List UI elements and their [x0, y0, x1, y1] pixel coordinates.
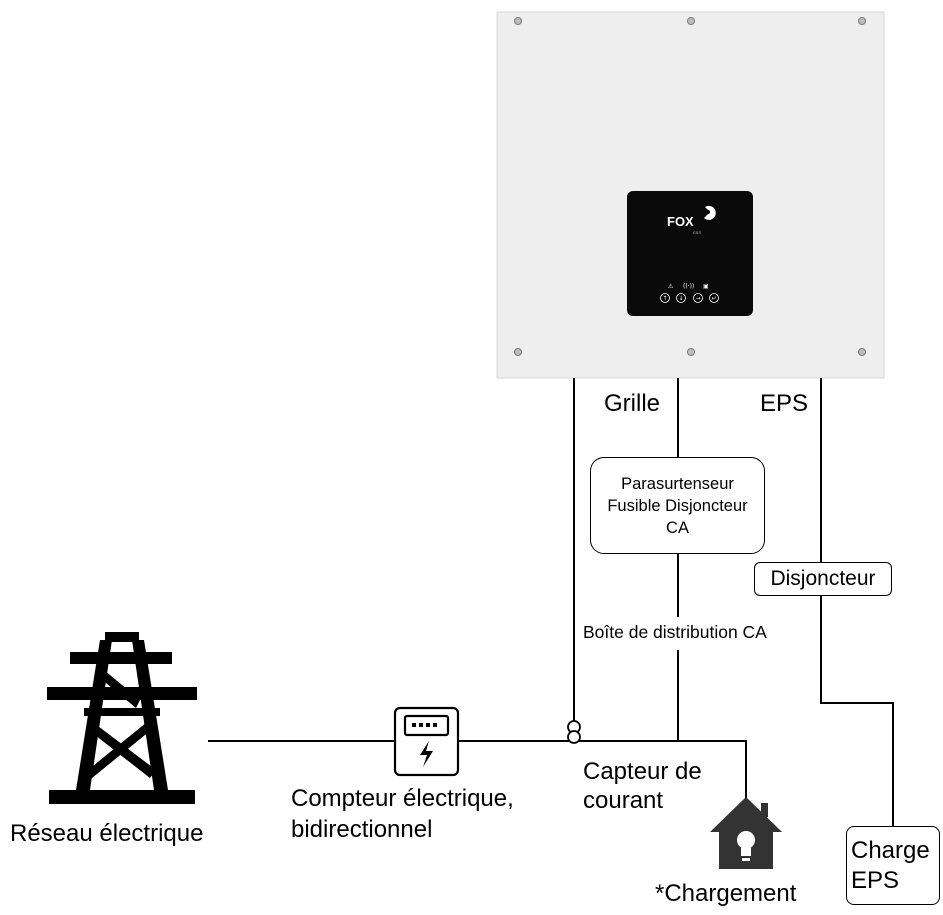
eps-wire-bottom [820, 596, 894, 826]
eps-breaker-label: Disjoncteur [770, 567, 876, 590]
screw [687, 348, 695, 356]
meter-label: Compteur électrique, bidirectionnel [291, 785, 514, 843]
warning-icon: ⚠ [668, 283, 674, 290]
load-label: *Chargement [655, 880, 797, 907]
screw [858, 348, 866, 356]
house-load-icon [710, 797, 782, 869]
up-button[interactable] [660, 293, 670, 303]
inverter-display-panel [627, 191, 753, 316]
ac-protection-box-label: Parasurtenseur Fusible Disjoncteur CA [607, 474, 748, 537]
down-arrow-icon: ↓ [678, 295, 683, 302]
down-button[interactable] [676, 293, 686, 303]
screw [687, 17, 695, 25]
inverter-brand-logo: FOX [667, 214, 694, 229]
current-sensor-label: Capteur de courant [583, 758, 702, 814]
inverter-button-symbols: ↑ ↓ → ↵ [662, 295, 716, 302]
screw [514, 348, 522, 356]
screw [858, 17, 866, 25]
right-arrow-icon: → [695, 295, 700, 302]
inverter-sub-brand: ESS [693, 230, 701, 235]
distribution-box-label: Boîte de distribution CA [581, 622, 769, 643]
wires [208, 378, 894, 826]
enter-button[interactable] [709, 293, 719, 303]
current-sensor-icon [567, 720, 581, 744]
meter-to-load-wire [459, 740, 747, 800]
inverter-buttons [660, 293, 719, 303]
inverter-logo-mark [704, 205, 716, 220]
inverter: FOX ESS ⚠ ((·)) ▣ ↑ ↓ → ↵ [496, 11, 885, 379]
screw [514, 17, 522, 25]
eps-port-label: EPS [760, 390, 809, 417]
next-button[interactable] [693, 293, 703, 303]
battery-icon: ▣ [703, 283, 709, 290]
grid-port-label: Grille [604, 390, 661, 417]
power-pylon-icon [47, 632, 197, 804]
ac-protection-box: Parasurtenseur Fusible Disjoncteur CA [590, 457, 765, 554]
inverter-screws [514, 17, 866, 356]
eps-load-box: Charge EPS [846, 826, 940, 905]
meter-icon [393, 706, 460, 777]
eps-breaker-box: Disjoncteur [754, 562, 892, 596]
up-arrow-icon: ↑ [662, 295, 667, 302]
inverter-status-symbols: ⚠ ((·)) ▣ [668, 283, 709, 290]
wireless-icon: ((·)) [683, 283, 694, 290]
eps-load-label: Charge EPS [851, 836, 930, 894]
enter-arrow-icon: ↵ [711, 295, 716, 302]
grid-label: Réseau électrique [10, 820, 204, 847]
